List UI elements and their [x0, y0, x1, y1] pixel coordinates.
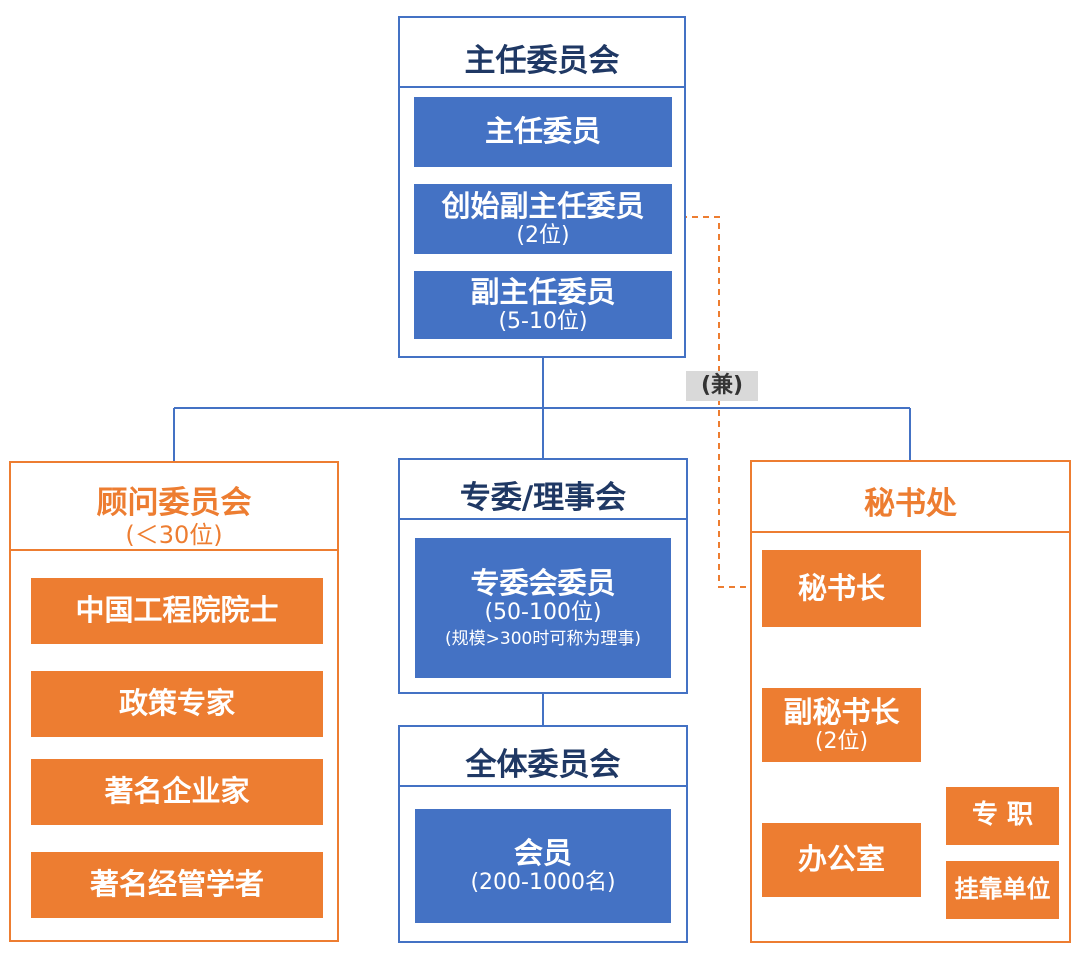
director-committee-title: 主任委员会	[464, 43, 620, 79]
vice-director-count: (5-10位)	[498, 309, 588, 335]
deputy-secretary-label: 副秘书长	[783, 694, 900, 729]
affiliated-unit-box: 挂靠单位	[946, 861, 1059, 919]
advisory-item-entrepreneur: 著名企业家	[31, 759, 323, 825]
director-box: 主任委员	[414, 97, 672, 167]
vice-director-box: 副主任委员 (5-10位)	[414, 271, 672, 339]
deputy-secretary-count: (2位)	[814, 729, 869, 755]
advisory-committee-panel: 顾问委员会 (＜30位) 中国工程院院士 政策专家 著名企业家 著名经管学者	[9, 461, 339, 942]
office-label: 办公室	[797, 842, 885, 877]
council-panel: 专委/理事会 专委会委员 (50-100位) (规模>300时可称为理事)	[398, 458, 688, 694]
advisory-committee-title: 顾问委员会	[96, 485, 252, 521]
concurrent-dashed-line	[670, 216, 762, 588]
director-label: 主任委员	[484, 114, 601, 149]
advisory-committee-count: (＜30位)	[125, 521, 223, 549]
founding-vice-director-label: 创始副主任委员	[441, 188, 645, 223]
concurrent-tag: (兼)	[686, 371, 758, 401]
panel-divider	[752, 531, 1069, 533]
council-member-note: (规模>300时可称为理事)	[445, 628, 641, 649]
council-member-count: (50-100位)	[484, 600, 602, 626]
panel-divider	[400, 86, 684, 88]
director-committee-panel: 主任委员会 主任委员 创始副主任委员 (2位) 副主任委员 (5-10位)	[398, 16, 686, 358]
council-member-box: 专委会委员 (50-100位) (规模>300时可称为理事)	[415, 538, 671, 678]
advisory-item-policy-expert: 政策专家	[31, 671, 323, 737]
advisory-item-scholar: 著名经管学者	[31, 852, 323, 918]
deputy-secretary-box: 副秘书长 (2位)	[762, 688, 921, 762]
general-assembly-panel: 全体委员会 会员 (200-1000名)	[398, 725, 688, 943]
fulltime-label: 专 职	[971, 800, 1034, 831]
advisory-item-label: 政策专家	[118, 686, 235, 721]
general-assembly-title: 全体委员会	[465, 747, 621, 783]
office-box: 办公室	[762, 823, 921, 897]
secretary-general-box: 秘书长	[762, 550, 921, 627]
fulltime-box: 专 职	[946, 787, 1059, 845]
advisory-item-academician: 中国工程院院士	[31, 578, 323, 644]
vice-director-label: 副主任委员	[470, 274, 616, 309]
assembly-member-label: 会员	[513, 835, 572, 870]
advisory-item-label: 著名企业家	[104, 774, 250, 809]
secretariat-title: 秘书处	[864, 486, 957, 522]
advisory-item-label: 著名经管学者	[89, 867, 264, 902]
council-member-label: 专委会委员	[470, 565, 616, 600]
council-title: 专委/理事会	[459, 480, 627, 516]
assembly-member-count: (200-1000名)	[470, 870, 616, 896]
panel-divider	[11, 549, 337, 551]
panel-divider	[400, 518, 686, 520]
panel-divider	[400, 785, 686, 787]
advisory-item-label: 中国工程院院士	[75, 593, 279, 628]
secretary-general-label: 秘书长	[797, 570, 885, 605]
assembly-member-box: 会员 (200-1000名)	[415, 809, 671, 923]
founding-vice-director-count: (2位)	[516, 223, 570, 249]
founding-vice-director-box: 创始副主任委员 (2位)	[414, 184, 672, 254]
affiliated-unit-label: 挂靠单位	[954, 875, 1051, 904]
